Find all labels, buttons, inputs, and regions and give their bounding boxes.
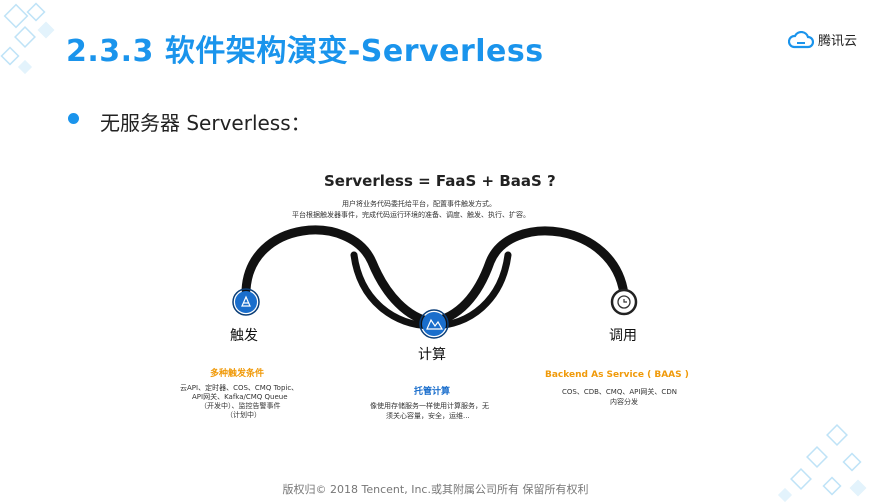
trigger-title: 多种触发条件	[210, 369, 265, 379]
tencent-cloud-logo: 腾讯云	[788, 30, 857, 49]
curve-left-arc	[241, 225, 437, 327]
corner-decoration-top-left	[0, 2, 55, 75]
trigger-line1: 云API、定时器、COS、CMQ Topic、	[180, 384, 299, 392]
trigger-line3: （开发中）、监控告警事件	[200, 402, 281, 410]
logo-text: 腾讯云	[818, 34, 858, 49]
compute-line2: 须关心容量，安全，运维...	[386, 412, 470, 420]
slide-title: 2.3.3 软件架构演变-Serverless	[66, 34, 544, 69]
invoke-line2: 内容分发	[610, 398, 638, 406]
bullet-dot	[68, 113, 79, 124]
node-label-invoke: 调用	[609, 328, 637, 344]
diagram-desc-line1: 用户将业务代码委托给平台，配置事件触发方式。	[342, 200, 496, 208]
cloud-icon	[788, 30, 814, 48]
invoke-title: Backend As Service ( BAAS )	[545, 370, 689, 380]
invoke-line1: COS、CDB、CMQ、API网关、CDN	[562, 388, 677, 396]
compute-node	[419, 309, 449, 339]
bullet-text: 无服务器 Serverless：	[100, 111, 311, 135]
node-label-trigger: 触发	[230, 328, 258, 344]
diagram-heading: Serverless = FaaS + BaaS ?	[324, 172, 556, 190]
trigger-line2: API网关、Kafka/CMQ Queue	[192, 393, 288, 401]
copyright-footer: 版权归© 2018 Tencent, Inc.或其附属公司所有 保留所有权利	[282, 483, 589, 496]
trigger-line4: （计划中）	[226, 411, 261, 419]
trigger-node	[232, 288, 260, 316]
compute-line1: 像使用存储服务一样使用计算服务，无	[370, 402, 489, 410]
invoke-node	[610, 288, 638, 316]
compute-title: 托管计算	[414, 387, 451, 397]
diagram-desc-line2: 平台根据触发器事件，完成代码运行环境的准备、调度、触发、执行、扩容。	[292, 211, 530, 219]
node-label-compute: 计算	[418, 347, 446, 363]
curve-right-arc	[427, 226, 629, 327]
corner-decoration-bottom-right	[777, 424, 867, 503]
